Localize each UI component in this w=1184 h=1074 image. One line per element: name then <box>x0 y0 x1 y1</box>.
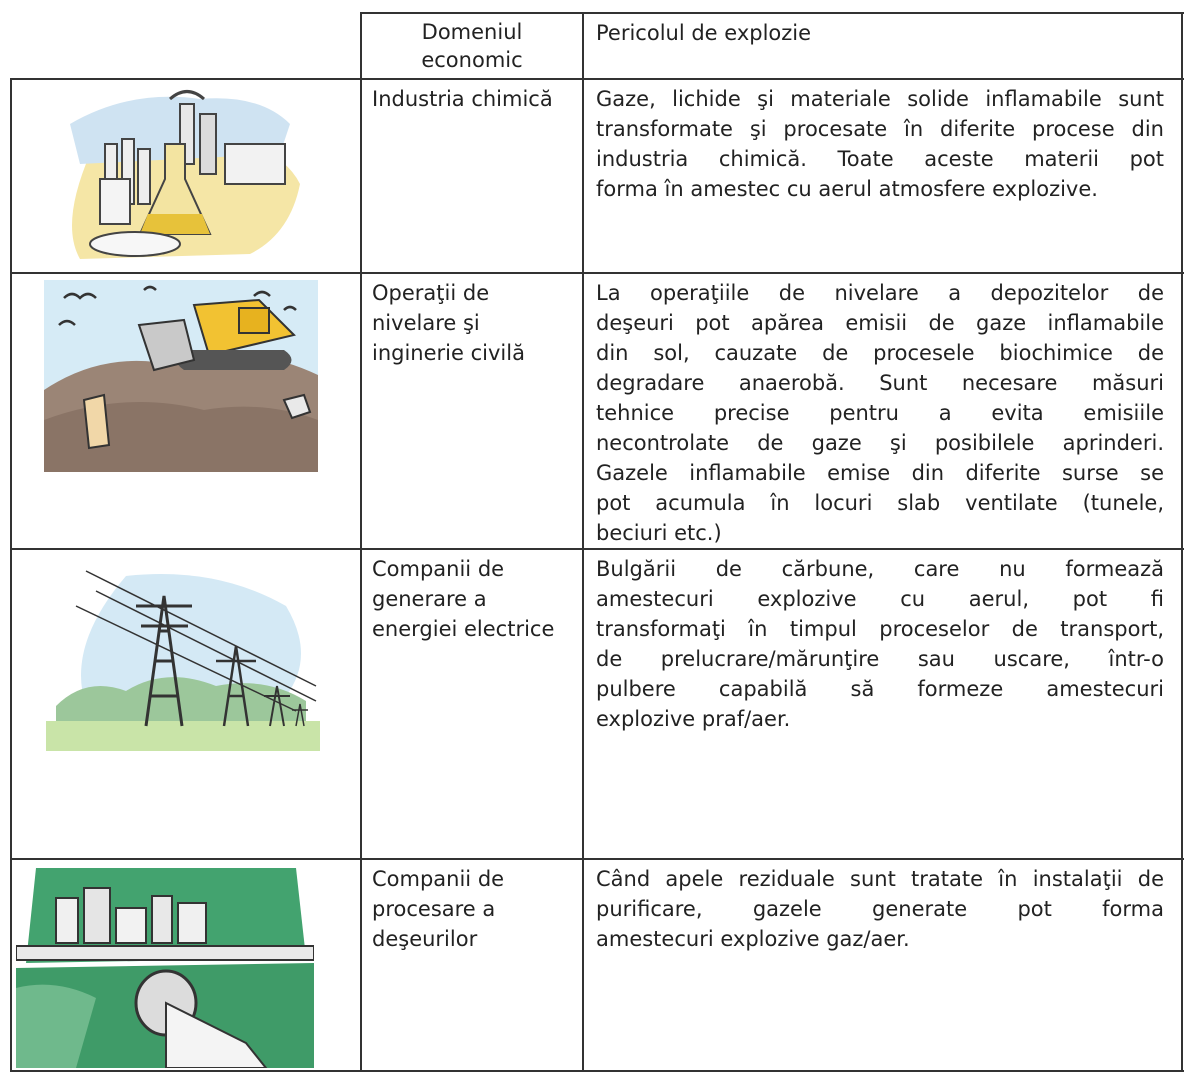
hazard-line: forma în amestec cu aerul atmosfere expl… <box>596 177 1098 201</box>
bulldozer-landfill-icon <box>44 280 318 472</box>
row-domain: Industria chimică <box>372 87 553 111</box>
hazard-line: Gaze, lichide şi materiale solide inflam… <box>596 87 1164 111</box>
hazard-line: din sol, cauzate de procesele biochimice… <box>596 341 1164 365</box>
table-border <box>10 1070 1184 1072</box>
hazard-line: transformaţi în timpul proceselor de tra… <box>596 617 1164 641</box>
hazard-line: pulbere capabilă să formeze amestecuri <box>596 677 1164 701</box>
row-domain: Companii de generare a energiei electric… <box>372 557 555 641</box>
row-hazard: Bulgării de cărbune, care nu formează am… <box>596 554 1164 734</box>
table-border <box>10 272 1184 274</box>
hazard-line: Gazele inflamabile emise din diferite su… <box>596 461 1164 485</box>
hazard-line: pot acumula în locuri slab ventilate (tu… <box>596 491 1164 515</box>
hazard-line: Când apele reziduale sunt tratate în ins… <box>596 867 1164 891</box>
hazard-line: Bulgării de cărbune, care nu formează <box>596 557 1164 581</box>
table-border <box>582 12 584 1071</box>
hazard-line: purificare, gazele generate pot forma <box>596 897 1164 921</box>
table-border <box>10 858 1184 860</box>
wastewater-plant-icon <box>15 868 315 1069</box>
hazard-line: explozive praf/aer. <box>596 707 791 731</box>
hazard-line: amestecuri explozive gaz/aer. <box>596 927 910 951</box>
hazard-line: tehnice precise pentru a evita emisiile <box>596 401 1164 425</box>
header-hazard: Pericolul de explozie <box>596 21 812 45</box>
table-border <box>10 78 12 1071</box>
row-hazard: Când apele reziduale sunt tratate în ins… <box>596 864 1164 954</box>
hazard-line: necontrolate de gaze şi posibilele aprin… <box>596 431 1164 455</box>
table-border <box>10 548 1184 550</box>
table-border <box>10 78 1184 80</box>
chemistry-lab-icon <box>50 84 320 264</box>
hazard-line: degradare anaerobă. Sunt necesare măsuri <box>596 371 1164 395</box>
hazard-line: deşeuri pot apărea emisii de gaze inflam… <box>596 311 1164 335</box>
hazard-line: transformate şi procesate în diferite pr… <box>596 117 1164 141</box>
row-domain: Companii de procesare a deşeurilor <box>372 867 505 951</box>
hazard-line: de prelucrare/mărunţire sau uscare, într… <box>596 647 1164 671</box>
table-border <box>360 12 362 1071</box>
table-border <box>360 12 1184 14</box>
hazard-line: La operaţiile de nivelare a depozitelor … <box>596 281 1164 305</box>
row-domain: Operaţii de nivelare şi inginerie civilă <box>372 281 525 365</box>
header-domain: Domeniul economic <box>421 20 523 72</box>
row-hazard: Gaze, lichide şi materiale solide inflam… <box>596 84 1164 204</box>
hazard-line: beciuri etc.) <box>596 521 722 545</box>
table-border <box>1181 12 1183 1071</box>
hazard-line: industria chimică. Toate aceste materii … <box>596 147 1164 171</box>
power-line-tower-icon <box>46 566 320 756</box>
hazard-line: amestecuri explozive cu aerul, pot fi <box>596 587 1164 611</box>
row-hazard: La operaţiile de nivelare a depozitelor … <box>596 278 1164 548</box>
